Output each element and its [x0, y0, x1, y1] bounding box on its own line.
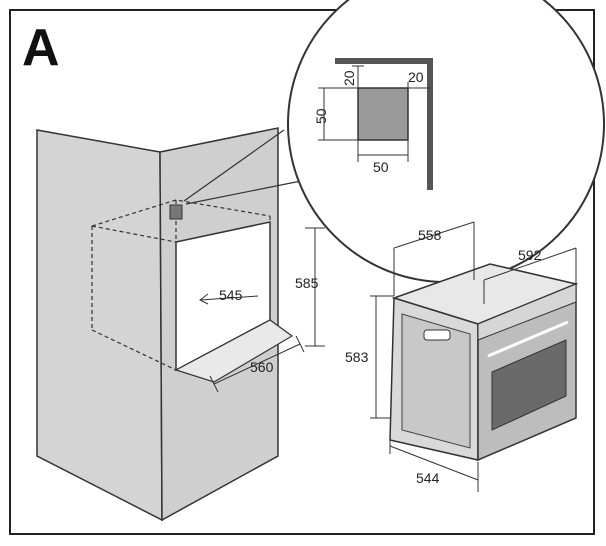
vent-opening: [169, 204, 183, 220]
detail-callout: [183, 0, 605, 283]
cabinet-height-label: 585: [295, 275, 319, 291]
oven-height-label: 583: [345, 349, 369, 365]
oven-front-handle: [487, 320, 569, 358]
detail-vent-square: [357, 87, 409, 141]
cabinet-depth-label: 545: [219, 287, 243, 303]
detail-dim-side: 50: [313, 108, 329, 124]
oven: [389, 263, 579, 462]
oven-side-inset: [401, 313, 471, 449]
cabinet-left-face: [36, 129, 163, 522]
panel-letter: A: [22, 19, 60, 77]
oven-front-width-label: 544: [416, 470, 440, 486]
detail-corner-profile: [335, 58, 433, 190]
detail-dim-bottom: 50: [373, 159, 389, 175]
cabinet: [36, 127, 294, 522]
niche-floor: [174, 319, 294, 383]
oven-side-handle: [423, 329, 451, 341]
oven-dimensions: [370, 221, 577, 492]
oven-depth-label: 558: [418, 227, 442, 243]
niche-dashed-outline: [91, 199, 271, 371]
detail-circle: [287, 0, 605, 283]
detail-dim-top: 20: [341, 70, 357, 86]
cabinet-width-label: 560: [250, 359, 274, 375]
cabinet-dimensions: [199, 227, 325, 393]
oven-window: [491, 339, 567, 431]
oven-width-label: 592: [518, 247, 542, 263]
oven-control-panel: [477, 283, 577, 341]
detail-dim-right: 20: [408, 69, 424, 85]
